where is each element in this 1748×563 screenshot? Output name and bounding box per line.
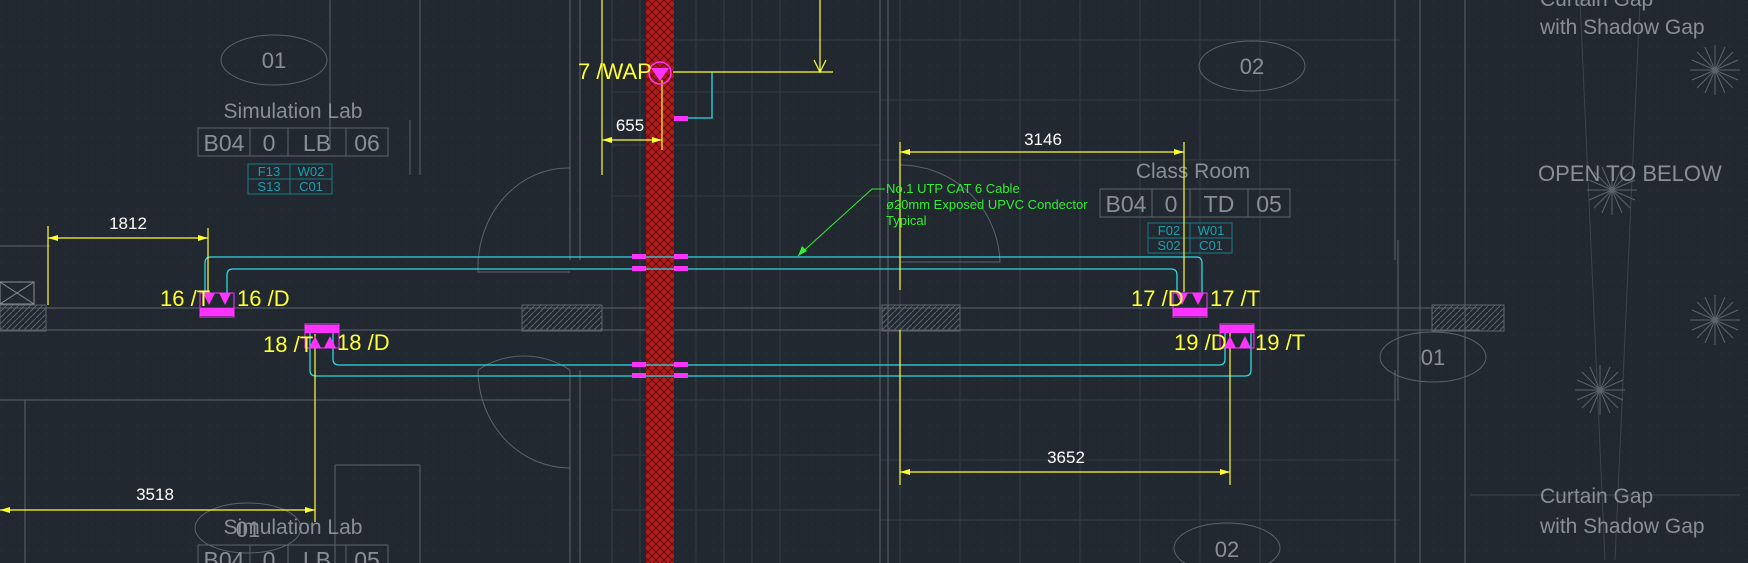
room-name-class-room: Class Room — [1136, 160, 1250, 183]
wall-hatch-2 — [881, 304, 961, 332]
room-name-simulation-lab-top: Simulation Lab — [224, 100, 363, 123]
code-cell: B04 — [1106, 191, 1147, 217]
code-cell: B04 — [204, 130, 245, 156]
cable-note-line3: Typical — [886, 213, 927, 228]
cross-box — [0, 281, 35, 305]
conduit-routes — [204, 72, 1252, 377]
wall-hatch-4 — [0, 304, 47, 332]
dimension-lines — [0, 0, 1231, 522]
sub-cell: F02 — [1158, 223, 1180, 238]
sub-cell: F13 — [258, 164, 280, 179]
outlet-label-17-d: 17 /D — [1131, 286, 1184, 311]
wall-hatch-3 — [1431, 304, 1505, 332]
walls — [0, 0, 1480, 563]
cable-note-line1: No.1 UTP CAT 6 Cable — [886, 181, 1020, 196]
sub-cell: S13 — [257, 179, 280, 194]
code-cell: LB — [303, 130, 331, 156]
sub-cell: W02 — [298, 164, 325, 179]
outlet-label-18-d: 18 /D — [337, 330, 390, 355]
curtain-gap-top-line2: with Shadow Gap — [1539, 16, 1705, 39]
sub-cell: C01 — [1199, 238, 1223, 253]
door-swing-4 — [899, 164, 1001, 263]
outlet-label-7-wap: 7 /WAP — [578, 59, 652, 84]
curtain-lines — [1470, 0, 1740, 561]
dimension-3652: 3652 — [1047, 448, 1085, 467]
fire-rated-wall — [646, 0, 674, 563]
code-cell: 0 — [263, 547, 276, 563]
outlet-label-16-t: 16 /T — [160, 286, 210, 311]
room-sub-class-room: F02 W01 S02 C01 — [1147, 222, 1233, 254]
code-cell: B04 — [204, 547, 245, 563]
room-bubble-02-bottom-label: 02 — [1215, 537, 1239, 562]
room-bubble-01-bottom-label: 01 — [236, 517, 260, 542]
wall-sleeves — [632, 116, 688, 378]
cable-note-leader — [797, 188, 885, 257]
room-bubble-01-right-label: 01 — [1421, 345, 1445, 370]
outlet-symbol-18 — [304, 323, 340, 349]
cable-note-arrow — [798, 246, 807, 256]
code-cell: 05 — [354, 547, 380, 563]
room-bubble-02-top-label: 02 — [1240, 54, 1264, 79]
room-bubble-01-top — [220, 34, 328, 86]
open-to-below: OPEN TO BELOW — [1538, 161, 1722, 186]
sub-cell: C01 — [299, 179, 323, 194]
wap-outlet-symbol — [648, 61, 672, 85]
room-code-class-room: B04 0 TD 05 — [1099, 188, 1291, 218]
wall-hatch-1 — [521, 304, 603, 332]
room-name-simulation-lab-bottom: Simulation Lab — [224, 516, 363, 539]
curtain-gap-bottom-line1: Curtain Gap — [1540, 485, 1653, 508]
room-code-sim-lab-top: B04 0 LB 06 — [197, 127, 389, 157]
door-swing-3 — [477, 369, 571, 469]
curtain-gap-top-line1: Curtain Gap — [1540, 0, 1653, 11]
dimension-655: 655 — [616, 116, 644, 135]
outlet-symbol-16 — [199, 292, 235, 318]
outlet-label-17-t: 17 /T — [1210, 286, 1260, 311]
code-cell: TD — [1204, 191, 1235, 217]
room-bubble-01-right — [1379, 331, 1487, 383]
outlet-label-18-t: 18 /T — [263, 332, 313, 357]
dimension-3518: 3518 — [136, 485, 174, 504]
code-cell: 0 — [1165, 191, 1178, 217]
dimension-3146: 3146 — [1024, 130, 1062, 149]
room-bubble-02-top — [1198, 40, 1306, 92]
curtain-gap-bottom-line2: with Shadow Gap — [1539, 515, 1705, 538]
code-cell: 05 — [1256, 191, 1282, 217]
outlet-label-16-d: 16 /D — [237, 286, 290, 311]
outlet-label-19-t: 19 /T — [1255, 330, 1305, 355]
code-cell: LB — [303, 547, 331, 563]
outlet-symbol-19 — [1219, 323, 1255, 349]
room-sub-sim-lab-top: F13 W02 S13 C01 — [247, 163, 333, 195]
room-code-sim-lab-bottom: B04 0 LB 05 — [197, 544, 389, 563]
room-bubble-02-bottom — [1173, 522, 1281, 563]
cable-note-line2: ø20mm Exposed UPVC Condector — [886, 197, 1088, 212]
sub-cell: S02 — [1157, 238, 1180, 253]
code-cell: 06 — [354, 130, 380, 156]
code-cell: 0 — [263, 130, 276, 156]
cross-box-x — [0, 281, 35, 305]
sub-cell: W01 — [1198, 223, 1225, 238]
plant-symbols — [1575, 45, 1740, 415]
room-bubble-01-bottom — [194, 502, 302, 554]
dimension-arrowheads — [0, 137, 1230, 513]
outlet-label-19-d: 19 /D — [1174, 330, 1227, 355]
room-bubble-01-top-label: 01 — [262, 48, 286, 73]
dimension-1812: 1812 — [109, 214, 147, 233]
outlet-symbol-17 — [1172, 292, 1208, 318]
